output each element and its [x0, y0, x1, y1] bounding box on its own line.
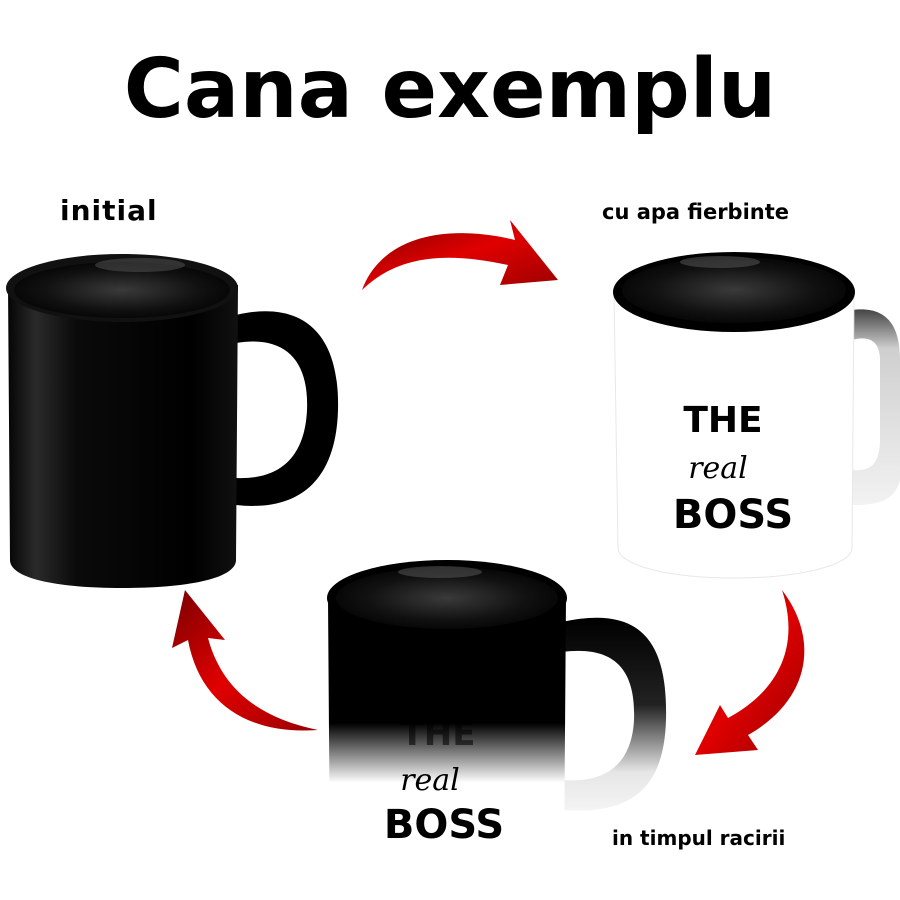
arrow-cooling-to-initial — [172, 590, 318, 731]
page-title: Cana exemplu — [123, 42, 777, 137]
mug-cooling: THE real BOSS — [327, 560, 667, 896]
mug-initial-handle — [236, 311, 339, 506]
mug-cooling-print-the: THE — [401, 714, 476, 754]
mug-hot-body — [613, 294, 855, 579]
mug-cooling-body — [328, 598, 566, 896]
mug-hot-print-the: THE — [683, 400, 762, 441]
arrow-hot-to-cooling — [695, 590, 805, 755]
stage-label-cooling: in timpul racirii — [612, 826, 786, 850]
mug-cooling-print-boss: BOSS — [384, 802, 504, 848]
stage-label-hot-water: cu apa fierbinte — [602, 200, 790, 224]
mug-cooling-handle — [562, 617, 667, 811]
mug-hot-handle — [852, 309, 900, 505]
mug-hot-water: THE real BOSS — [613, 252, 900, 579]
mug-cooling-print-real: real — [400, 763, 460, 798]
mug-hot-print-boss: BOSS — [673, 492, 793, 538]
arrow-initial-to-hot — [362, 220, 558, 290]
stage-label-initial: initial — [60, 194, 158, 227]
mug-hot-print-real: real — [688, 451, 748, 486]
mug-initial — [6, 254, 339, 588]
mug-initial-body — [8, 285, 238, 588]
